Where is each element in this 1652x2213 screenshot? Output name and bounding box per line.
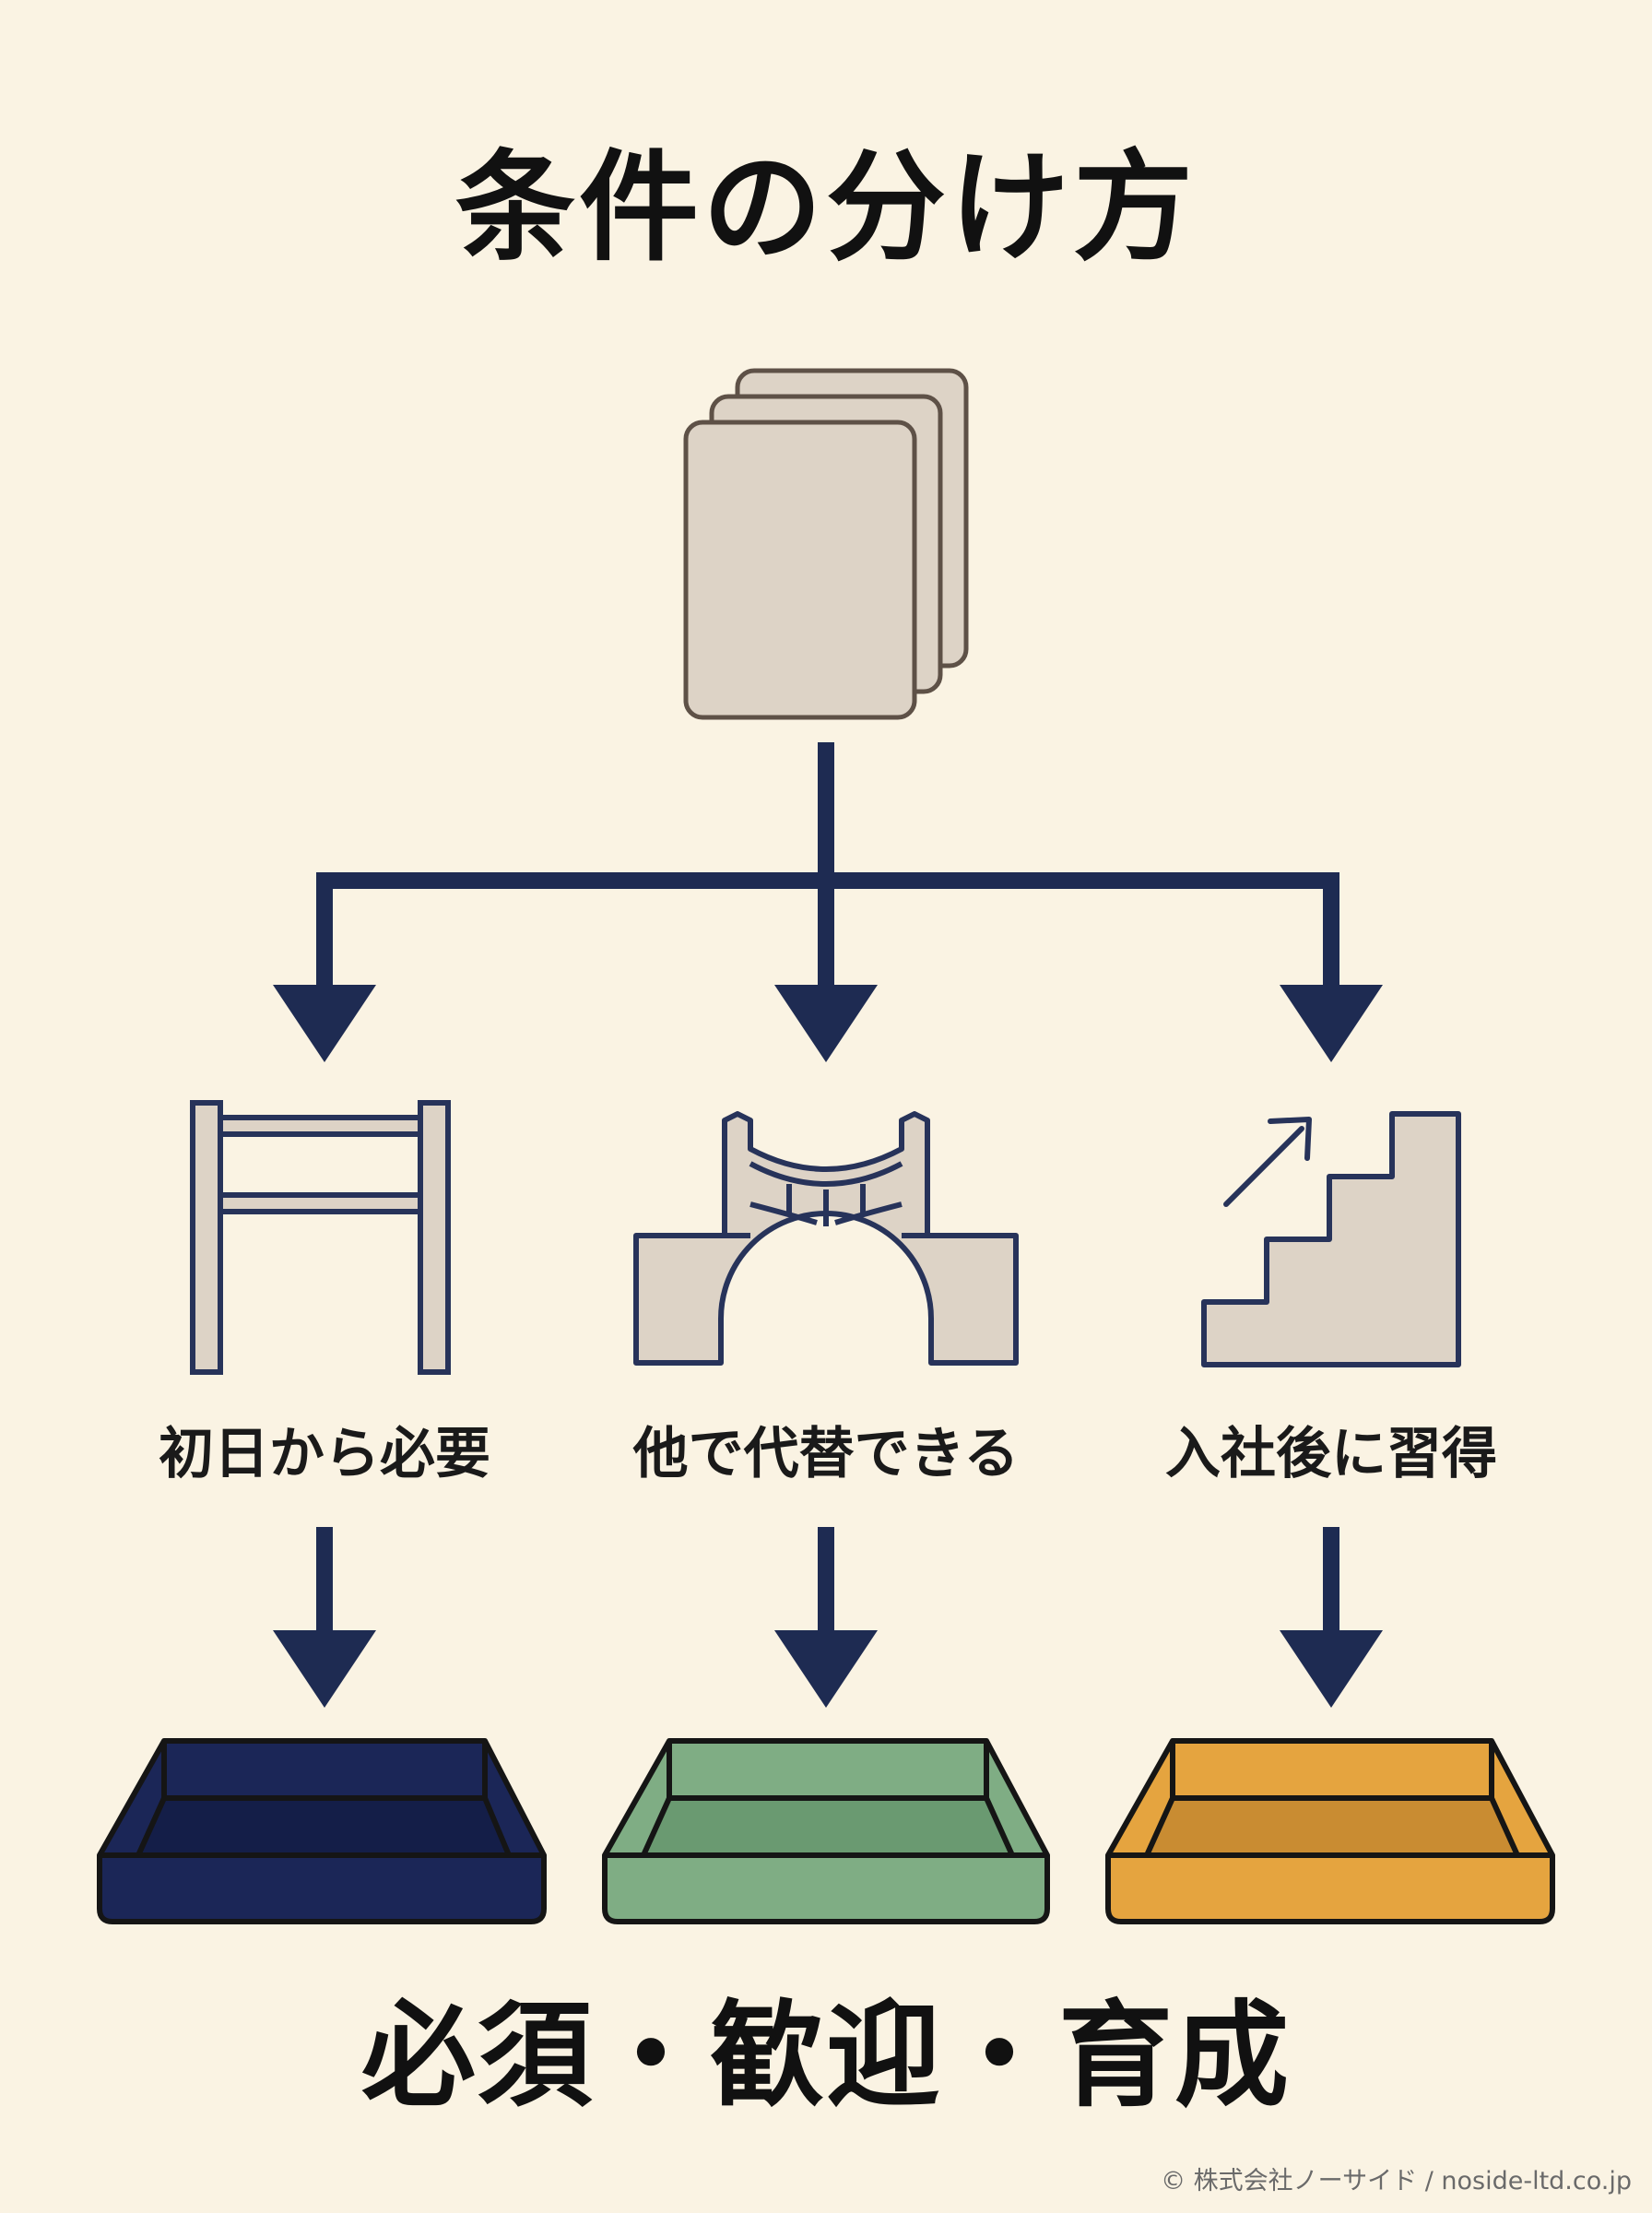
page-title: 条件の分け方 — [454, 137, 1197, 278]
lower-arrows — [273, 1527, 1383, 1708]
bridge-icon — [633, 1111, 1019, 1366]
goal-frame-icon — [190, 1100, 451, 1375]
summary-heading: 必須・歓迎・育成 — [360, 1990, 1291, 2123]
arrow-down-icon — [1280, 985, 1383, 1062]
copyright-notice: © 株式会社ノーサイド / noside-ltd.co.jp — [1161, 2167, 1632, 2195]
gold-tray — [1105, 1738, 1555, 1924]
green-tray — [602, 1738, 1050, 1924]
category-label-learn-after-joining: 入社後に習得 — [1165, 1422, 1497, 1486]
navy-tray — [97, 1738, 547, 1924]
arrow-down-icon — [273, 1630, 376, 1708]
arrow-down-icon — [273, 985, 376, 1062]
arrow-down-icon — [774, 985, 878, 1062]
arrow-down-icon — [774, 1630, 878, 1708]
category-label-substitutable: 他で代替できる — [632, 1422, 1020, 1486]
arrow-down-icon — [1280, 1630, 1383, 1708]
documents-stack-icon — [683, 368, 969, 720]
stairs-growth-icon — [1201, 1111, 1461, 1367]
branch-connector — [316, 742, 1339, 1004]
category-label-required-day-one: 初日から必要 — [159, 1422, 490, 1486]
